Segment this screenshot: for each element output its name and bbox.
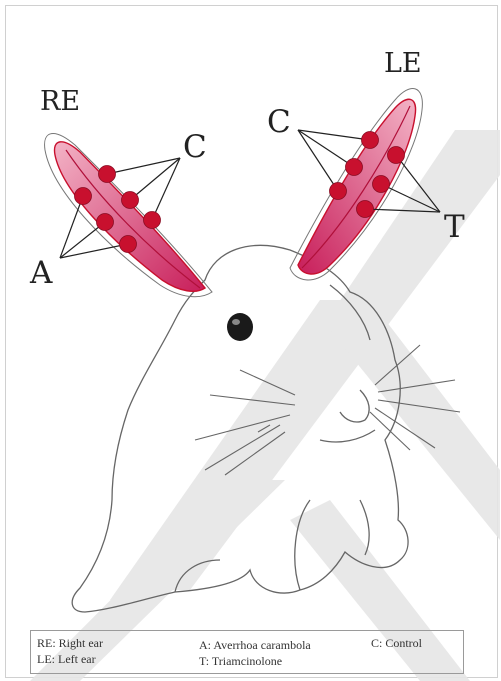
site-dot (97, 214, 114, 231)
site-dot (362, 132, 379, 149)
site-dot (330, 183, 347, 200)
site-dot (122, 192, 139, 209)
label-control-left: C (267, 107, 291, 138)
rabbit-eye (227, 313, 253, 341)
site-dot (388, 147, 405, 164)
site-dot (373, 176, 390, 193)
label-right-ear: RE (40, 88, 80, 115)
site-dot (120, 236, 137, 253)
label-triamcinolone: T (444, 212, 465, 243)
label-control-right: C (183, 132, 207, 163)
legend-box: RE: Right ear LE: Left ear A: Averrhoa c… (30, 630, 464, 674)
legend-a: A: Averrhoa carambola (199, 639, 311, 651)
legend-t: T: Triamcinolone (199, 655, 282, 667)
site-dot (99, 166, 116, 183)
site-dot (75, 188, 92, 205)
legend-re: RE: Right ear (37, 637, 103, 649)
site-dot (144, 212, 161, 229)
site-dot (346, 159, 363, 176)
site-dot (357, 201, 374, 218)
label-left-ear: LE (384, 50, 422, 77)
legend-c: C: Control (371, 637, 422, 649)
label-averrhoa: A (30, 258, 52, 289)
legend-le: LE: Left ear (37, 653, 96, 665)
